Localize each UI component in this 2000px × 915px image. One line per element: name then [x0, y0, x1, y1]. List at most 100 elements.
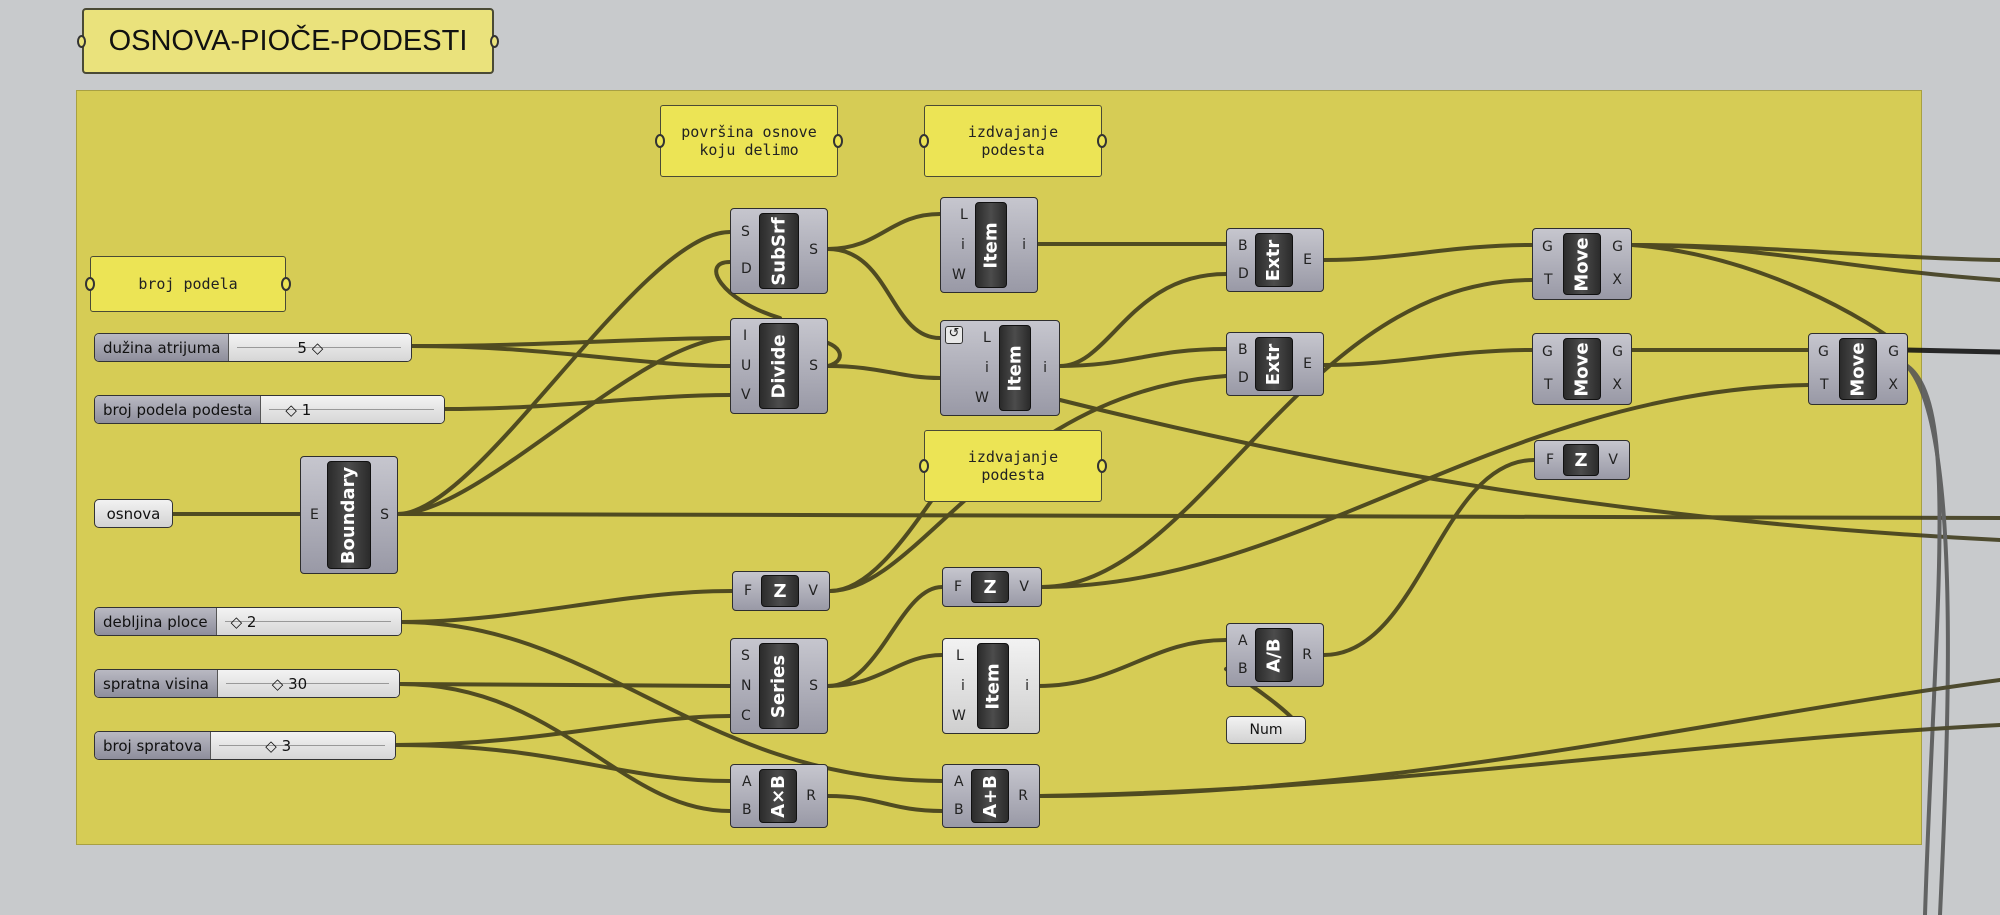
slider-debljina-ploce[interactable]: debljina ploce ◇ 2: [94, 607, 402, 636]
panel-grip-icon[interactable]: [833, 134, 843, 148]
input-port[interactable]: A: [742, 774, 752, 790]
input-port[interactable]: i: [985, 360, 989, 376]
slider-track[interactable]: ◇ 30: [217, 670, 399, 697]
param-num[interactable]: Num: [1226, 716, 1306, 744]
slider-broj-spratova[interactable]: broj spratova ◇ 3: [94, 731, 396, 760]
param-osnova[interactable]: osnova: [94, 499, 173, 528]
panel-grip-icon[interactable]: [1097, 134, 1107, 148]
panel-grip-icon[interactable]: [1097, 459, 1107, 473]
component-subsrf[interactable]: SubSrf S D S: [730, 208, 828, 294]
input-port[interactable]: G: [1818, 344, 1829, 360]
output-port[interactable]: G: [1888, 344, 1899, 360]
input-port[interactable]: D: [1238, 266, 1249, 282]
component-divide-ab[interactable]: A/B A B R: [1226, 623, 1324, 687]
slider-track[interactable]: 5 ◇: [229, 334, 411, 361]
input-port[interactable]: I: [743, 328, 748, 344]
component-z-2[interactable]: Z F V: [942, 567, 1042, 607]
output-port[interactable]: S: [809, 242, 818, 258]
input-port[interactable]: W: [975, 390, 989, 406]
input-port[interactable]: D: [741, 261, 752, 277]
slider-value[interactable]: ◇ 3: [265, 737, 292, 755]
slider-broj-podela-podesta[interactable]: broj podela podesta ◇ 1: [94, 395, 445, 424]
group-title[interactable]: OSNOVA-PIOČE-PODESTI: [77, 8, 499, 74]
output-port[interactable]: V: [1608, 452, 1618, 468]
input-port[interactable]: C: [741, 708, 751, 724]
slider-value[interactable]: ◇ 1: [285, 401, 312, 419]
input-port[interactable]: B: [1238, 342, 1248, 358]
output-port[interactable]: X: [1888, 377, 1898, 393]
output-port[interactable]: R: [1018, 788, 1028, 804]
input-port[interactable]: G: [1542, 344, 1553, 360]
input-port[interactable]: T: [1544, 272, 1553, 288]
input-port[interactable]: F: [1546, 452, 1555, 468]
panel-grip-icon[interactable]: [919, 134, 929, 148]
output-port[interactable]: S: [809, 358, 818, 374]
input-port[interactable]: S: [741, 648, 750, 664]
component-move-3[interactable]: Move G T G X: [1808, 333, 1908, 405]
input-port[interactable]: T: [1544, 377, 1553, 393]
input-port[interactable]: L: [983, 330, 991, 346]
component-item-2[interactable]: ↺ Item L i W i: [940, 320, 1060, 416]
input-port[interactable]: L: [956, 648, 964, 664]
output-port[interactable]: X: [1612, 377, 1622, 393]
component-move-2[interactable]: Move G T G X: [1532, 333, 1632, 405]
output-port[interactable]: G: [1612, 344, 1623, 360]
output-port[interactable]: i: [1025, 678, 1029, 694]
input-port[interactable]: B: [742, 802, 752, 818]
input-port[interactable]: T: [1820, 377, 1829, 393]
panel-grip-icon[interactable]: [85, 277, 95, 291]
input-port[interactable]: B: [1238, 238, 1248, 254]
slider-spratna-visina[interactable]: spratna visina ◇ 30: [94, 669, 400, 698]
left-grip-icon[interactable]: [77, 35, 86, 48]
panel-grip-icon[interactable]: [281, 277, 291, 291]
input-port[interactable]: i: [961, 678, 965, 694]
input-port[interactable]: L: [960, 207, 968, 223]
output-port[interactable]: V: [808, 583, 818, 599]
component-boundary[interactable]: Boundary E S: [300, 456, 398, 574]
slider-track[interactable]: ◇ 1: [261, 396, 444, 423]
component-item-3[interactable]: Item L i W i: [942, 638, 1040, 734]
input-port[interactable]: E: [310, 507, 319, 523]
panel-izdvajanje-mid[interactable]: izdvajanje podesta: [919, 430, 1107, 502]
input-port[interactable]: V: [741, 387, 751, 403]
output-port[interactable]: S: [809, 678, 818, 694]
component-extr-1[interactable]: Extr B D E: [1226, 228, 1324, 292]
input-port[interactable]: F: [744, 583, 753, 599]
component-z-1[interactable]: Z F V: [732, 571, 830, 611]
slider-value[interactable]: 5 ◇: [297, 339, 324, 357]
component-z-3[interactable]: Z F V: [1534, 440, 1630, 480]
panel-grip-icon[interactable]: [655, 134, 665, 148]
input-port[interactable]: B: [954, 802, 964, 818]
component-item-1[interactable]: Item L i W i: [940, 197, 1038, 293]
component-add[interactable]: A+B A B R: [942, 764, 1040, 828]
component-divide[interactable]: Divide I U V S: [730, 318, 828, 414]
output-port[interactable]: G: [1612, 239, 1623, 255]
refresh-icon[interactable]: ↺: [945, 326, 963, 344]
output-port[interactable]: i: [1022, 237, 1026, 253]
input-port[interactable]: N: [741, 678, 752, 694]
output-port[interactable]: X: [1612, 272, 1622, 288]
panel-grip-icon[interactable]: [919, 459, 929, 473]
component-extr-2[interactable]: Extr B D E: [1226, 332, 1324, 396]
panel-broj-podela[interactable]: broj podela: [85, 256, 291, 312]
input-port[interactable]: G: [1542, 239, 1553, 255]
right-grip-icon[interactable]: [490, 35, 499, 48]
output-port[interactable]: i: [1043, 360, 1047, 376]
input-port[interactable]: D: [1238, 370, 1249, 386]
input-port[interactable]: F: [954, 579, 963, 595]
component-move-1[interactable]: Move G T G X: [1532, 228, 1632, 300]
input-port[interactable]: A: [1238, 633, 1248, 649]
input-port[interactable]: A: [954, 774, 964, 790]
output-port[interactable]: S: [380, 507, 389, 523]
slider-track[interactable]: ◇ 3: [211, 732, 395, 759]
input-port[interactable]: U: [741, 358, 752, 374]
output-port[interactable]: V: [1019, 579, 1029, 595]
input-port[interactable]: i: [961, 237, 965, 253]
output-port[interactable]: E: [1303, 356, 1312, 372]
input-port[interactable]: B: [1238, 661, 1248, 677]
output-port[interactable]: R: [806, 788, 816, 804]
input-port[interactable]: W: [952, 267, 966, 283]
panel-povrsina[interactable]: površina osnove koju delimo: [655, 105, 843, 177]
slider-track[interactable]: ◇ 2: [216, 608, 401, 635]
slider-duzina-atrijuma[interactable]: dužina atrijuma 5 ◇: [94, 333, 412, 362]
